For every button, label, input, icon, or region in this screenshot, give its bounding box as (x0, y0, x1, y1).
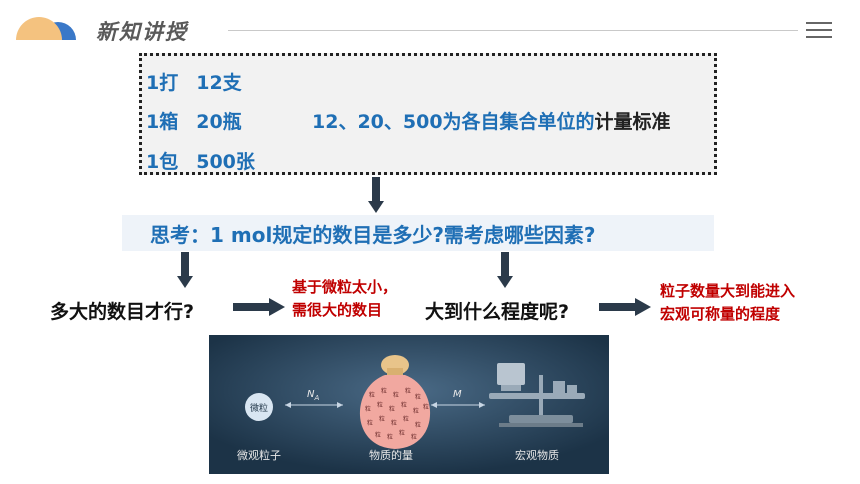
svg-text:粒: 粒 (369, 391, 375, 399)
svg-text:粒: 粒 (375, 431, 381, 439)
molar-mass-symbol: M (453, 389, 462, 400)
svg-text:粒: 粒 (391, 419, 397, 427)
label-macro-substance: 宏观物质 (515, 449, 559, 462)
answer-need-large-number: 基于微粒太小，需很大的数目 (292, 278, 398, 319)
think-question: 思考：1 mol规定的数目是多少?需考虑哪些因素? (150, 223, 596, 247)
svg-text:粒: 粒 (415, 393, 421, 401)
svg-text:粒: 粒 (365, 405, 371, 413)
right-arrow-icon (233, 298, 285, 316)
balance-scale-icon (489, 363, 585, 427)
svg-text:粒: 粒 (393, 391, 399, 399)
mole-concept-figure: 粒粒粒粒粒 粒粒粒粒粒粒 粒粒粒粒粒 粒粒粒粒 微粒 NA M 微观粒子 物质的… (209, 335, 609, 474)
header-divider (228, 30, 798, 31)
label-amount-of-substance: 物质的量 (369, 449, 413, 462)
svg-text:粒: 粒 (399, 429, 405, 437)
down-arrow-icon (497, 252, 513, 288)
svg-text:粒: 粒 (413, 407, 419, 415)
svg-text:粒: 粒 (405, 387, 411, 395)
page-title: 新知讲授 (96, 20, 188, 44)
question-how-large: 多大的数目才行? (50, 301, 195, 323)
svg-text:粒: 粒 (367, 419, 373, 427)
unit-standard-note: 12、20、500为各自集合单位的计量标准 (312, 111, 671, 133)
down-arrow-icon (177, 252, 193, 288)
svg-text:粒: 粒 (423, 403, 429, 411)
right-arrow-icon (599, 298, 651, 316)
label-micro-particles: 微观粒子 (237, 449, 281, 462)
answer-macro-weighable: 粒子数量大到能进入宏观可称量的程度 (660, 282, 796, 323)
svg-text:粒: 粒 (379, 415, 385, 423)
svg-text:粒: 粒 (415, 421, 421, 429)
sack-icon: 粒粒粒粒粒 粒粒粒粒粒粒 粒粒粒粒粒 粒粒粒粒 (359, 355, 431, 449)
particle-icon (245, 393, 273, 421)
think-banner (122, 215, 714, 251)
particle-label: 微粒 (250, 404, 269, 414)
unit-example-box (139, 53, 717, 175)
avogadro-symbol: NA (307, 389, 320, 402)
svg-text:粒: 粒 (389, 405, 395, 413)
down-arrow-icon (368, 177, 384, 213)
question-how-far: 大到什么程度呢? (425, 301, 570, 323)
svg-text:粒: 粒 (377, 401, 383, 409)
logo-icon (16, 17, 76, 40)
svg-text:粒: 粒 (381, 387, 387, 395)
hamburger-menu-icon[interactable] (806, 22, 832, 40)
svg-text:粒: 粒 (403, 415, 409, 423)
svg-text:粒: 粒 (387, 433, 393, 441)
svg-text:粒: 粒 (411, 433, 417, 441)
svg-text:粒: 粒 (401, 401, 407, 409)
